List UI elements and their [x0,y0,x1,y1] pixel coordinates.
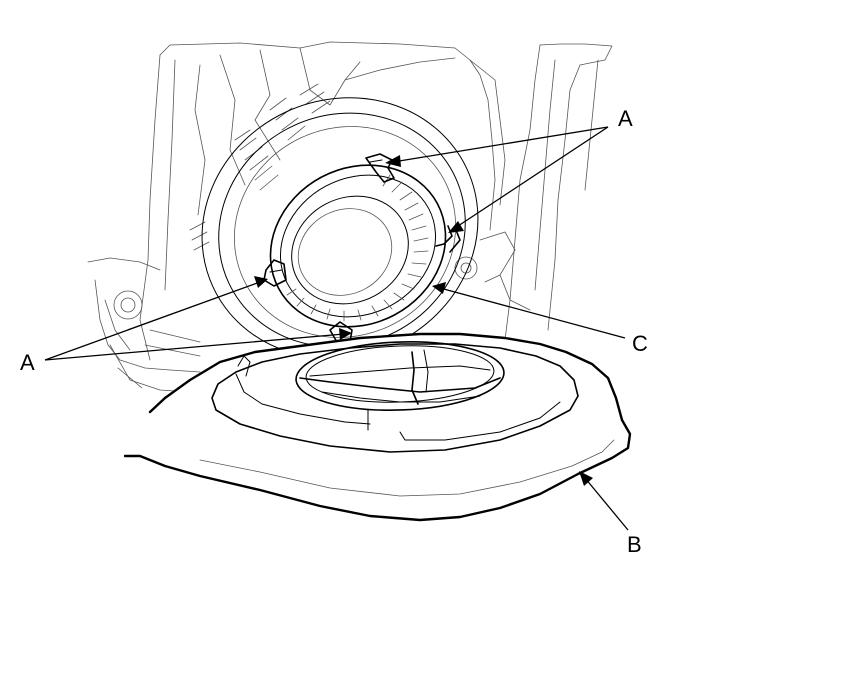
engine-housing-background [87,41,613,393]
label-b: B [627,532,642,557]
label-a-top: A [618,106,633,131]
label-a-left: A [20,350,35,375]
clip-a-top [365,153,395,183]
label-c: C [632,331,648,356]
fan-ring-c [269,164,447,328]
leader-lines [44,126,629,531]
lower-cover-b [123,332,632,522]
